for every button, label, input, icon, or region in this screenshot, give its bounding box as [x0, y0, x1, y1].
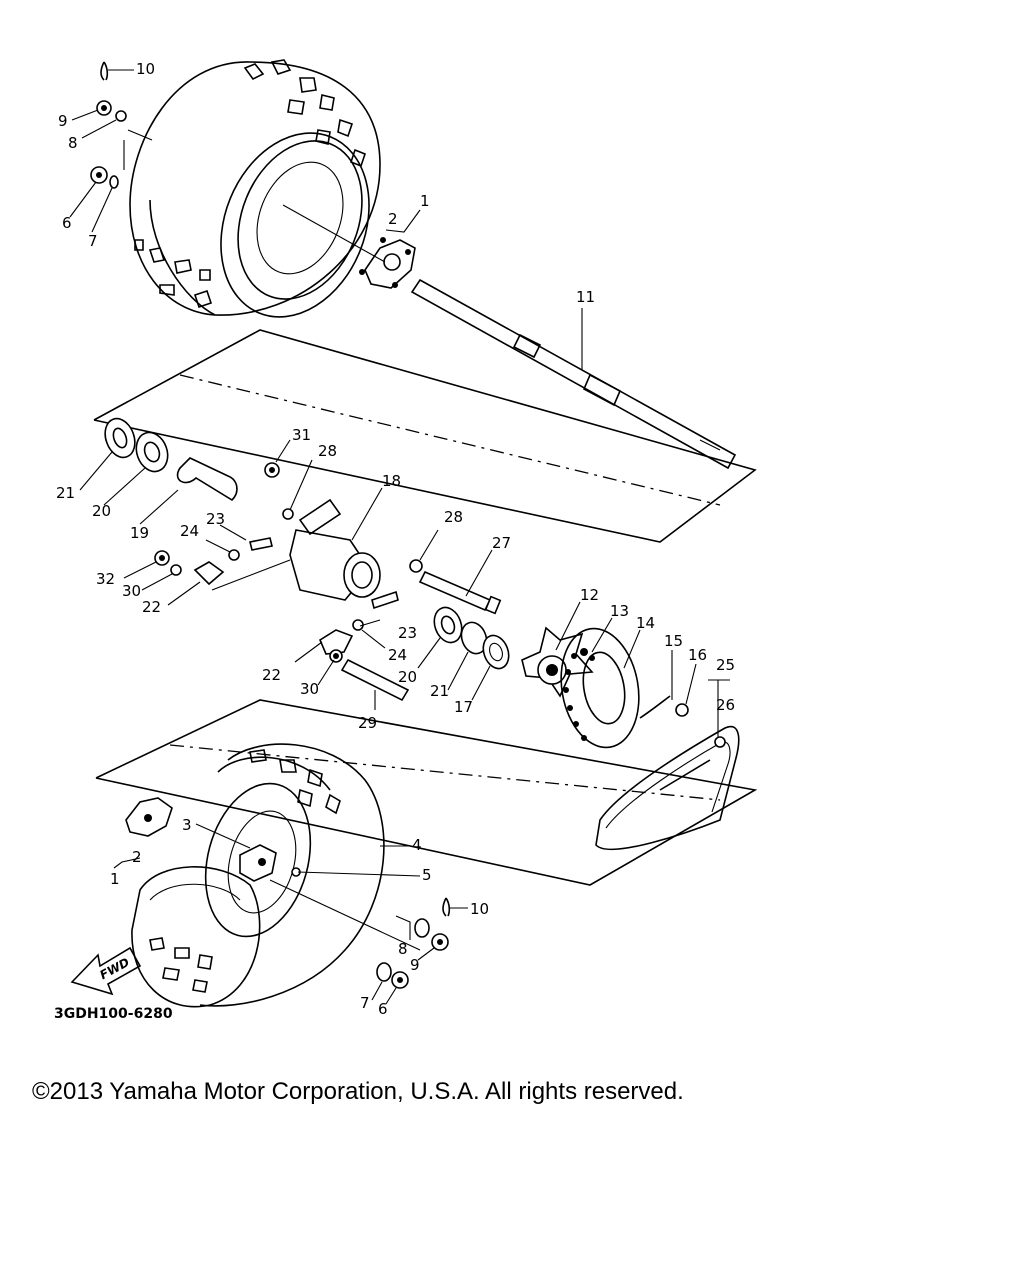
- callout-12: 12: [580, 586, 599, 604]
- axle-housing: [264, 439, 439, 601]
- callout-2-top: 2: [388, 210, 398, 228]
- callout-8-top: 8: [68, 134, 78, 152]
- sprocket-teeth: [563, 653, 587, 741]
- callout-10-top: 10: [136, 60, 155, 78]
- callout-29: 29: [358, 714, 377, 732]
- callout-30-bottom: 30: [300, 680, 319, 698]
- bearing-group-right: [417, 606, 510, 701]
- callout-7-top: 7: [88, 232, 98, 250]
- callout-1-bottom: 1: [110, 870, 120, 888]
- fwd-label: FWD: [97, 955, 131, 982]
- callout-6-bottom: 6: [378, 1000, 388, 1018]
- callout-21-bottom: 21: [430, 682, 449, 700]
- pinch-bolts: [123, 524, 410, 710]
- callout-16: 16: [688, 646, 707, 664]
- sprocket-assembly: [521, 601, 697, 749]
- callout-14: 14: [636, 614, 655, 632]
- callout-22-bottom: 22: [262, 666, 281, 684]
- callout-28-top: 28: [318, 442, 337, 460]
- callout-15: 15: [664, 632, 683, 650]
- callout-24-bottom: 24: [388, 646, 407, 664]
- callout-8-bottom: 8: [398, 940, 408, 958]
- exploded-parts-diagram: FWD 10 9 8 6 7 2 1 11 31 28 18 21 20 19 …: [54, 59, 758, 1022]
- callout-5: 5: [422, 866, 432, 884]
- callout-24-top: 24: [180, 522, 199, 540]
- left-wheel-assembly: [125, 743, 421, 1008]
- callout-7-bottom: 7: [360, 994, 370, 1012]
- callout-13: 13: [610, 602, 629, 620]
- callout-18: 18: [382, 472, 401, 490]
- callout-25: 25: [716, 656, 735, 674]
- callout-23-top: 23: [206, 510, 225, 528]
- fwd-arrow: FWD: [70, 946, 142, 996]
- callout-9-top: 9: [58, 112, 68, 130]
- callout-23-bottom: 23: [398, 624, 417, 642]
- callout-19: 19: [130, 524, 149, 542]
- callout-9-bottom: 9: [410, 956, 420, 974]
- right-wheel-assembly: [129, 59, 381, 318]
- callout-21-left: 21: [56, 484, 75, 502]
- callout-17: 17: [454, 698, 473, 716]
- callout-4: 4: [412, 836, 422, 854]
- callout-31: 31: [292, 426, 311, 444]
- callout-32: 32: [96, 570, 115, 588]
- callout-3: 3: [182, 816, 192, 834]
- callout-27: 27: [492, 534, 511, 552]
- right-hub-top: [282, 204, 416, 289]
- callout-28-right: 28: [444, 508, 463, 526]
- bottom-right-hardware: [371, 897, 468, 1005]
- callout-labels: 10 9 8 6 7 2 1 11 31 28 18 21 20 19 23 2…: [56, 60, 735, 1018]
- bolt-27: [418, 549, 502, 615]
- rear-axle: [410, 278, 737, 470]
- callout-6-top: 6: [62, 214, 72, 232]
- drawing-code: 3GDH100-6280: [54, 1006, 173, 1022]
- callout-20-left: 20: [92, 502, 111, 520]
- callout-22-top: 22: [142, 598, 161, 616]
- drive-chain: [595, 679, 740, 850]
- copyright-notice: ©2013 Yamaha Motor Corporation, U.S.A. A…: [32, 1078, 684, 1105]
- callout-26: 26: [716, 696, 735, 714]
- top-left-hardware: [69, 61, 153, 233]
- callout-1-top: 1: [420, 192, 430, 210]
- callout-11: 11: [576, 288, 595, 306]
- tread-blocks: [134, 59, 366, 309]
- callout-10-bottom: 10: [470, 900, 489, 918]
- callout-30-top: 30: [122, 582, 141, 600]
- tread-blocks-bottom: [149, 749, 341, 993]
- bearing-group: [79, 417, 238, 525]
- callout-2-bottom: 2: [132, 848, 142, 866]
- callout-20-bottom: 20: [398, 668, 417, 686]
